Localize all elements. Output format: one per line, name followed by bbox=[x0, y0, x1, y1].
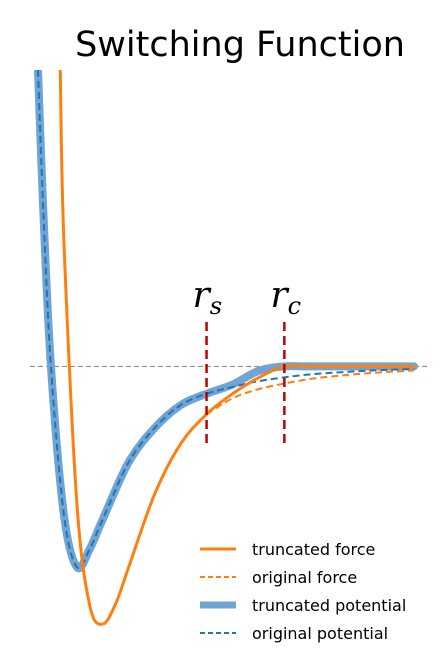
legend-item-truncated-force: truncated force bbox=[200, 540, 375, 559]
marker-label-r-c: rc bbox=[270, 275, 301, 320]
legend-label: original force bbox=[252, 568, 357, 587]
legend-label: truncated force bbox=[252, 540, 375, 559]
legend-item-original-force: original force bbox=[200, 568, 357, 587]
legend-item-original-potential: original potential bbox=[200, 624, 388, 643]
series-original-potential bbox=[36, 70, 415, 570]
chart-title: Switching Function bbox=[75, 25, 405, 65]
legend-label: truncated potential bbox=[252, 596, 406, 615]
legend: truncated force original force truncated p… bbox=[200, 540, 406, 643]
series-original-force bbox=[206, 369, 415, 416]
legend-item-truncated-potential: truncated potential bbox=[200, 596, 406, 615]
marker-label-r-s: rs bbox=[193, 275, 223, 320]
series-truncated-force bbox=[58, 70, 416, 626]
cutoff-markers: rs rc bbox=[193, 275, 301, 445]
series-truncated-potential bbox=[33, 70, 419, 573]
legend-label: original potential bbox=[252, 624, 388, 643]
